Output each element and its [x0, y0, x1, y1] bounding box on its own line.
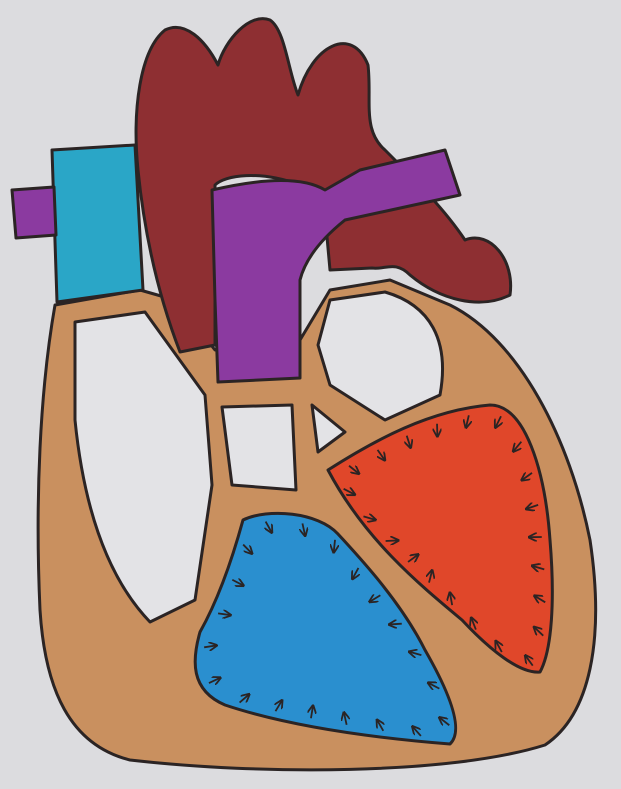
rv-contraction-arrow [334, 540, 335, 552]
rv-contraction-arrow [390, 624, 402, 625]
vena-cava-side-vessel [12, 187, 56, 238]
superior-vena-cava [52, 145, 143, 302]
lv-contraction-arrow [386, 540, 398, 541]
septal-gap-1 [222, 405, 296, 490]
